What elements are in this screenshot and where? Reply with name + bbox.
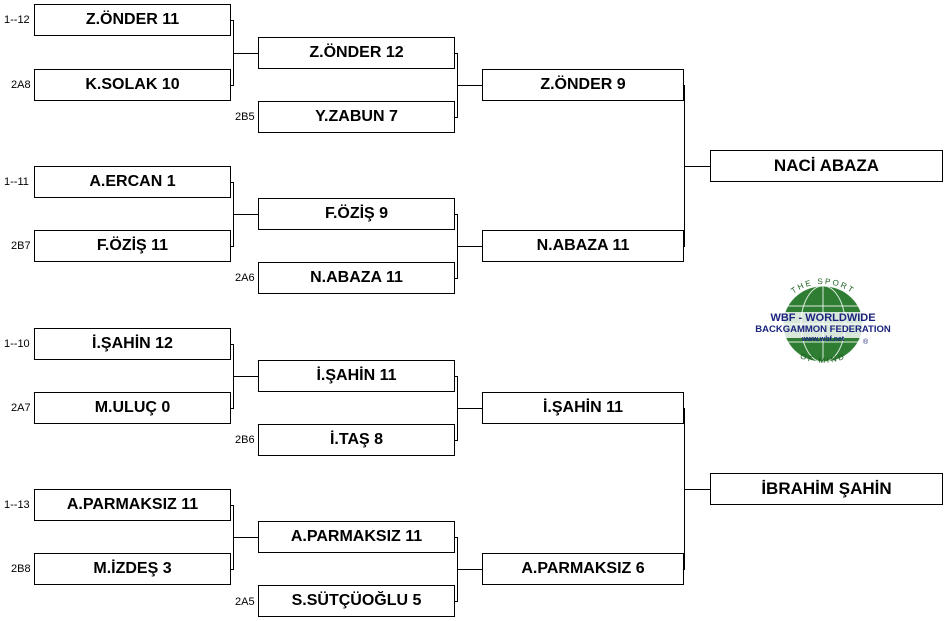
round3-player-box: N.ABAZA 11 [482, 230, 684, 262]
bracket-connector [233, 53, 258, 54]
bracket-connector [231, 344, 234, 345]
bracket-connector [455, 537, 458, 538]
bracket-connector [684, 489, 710, 490]
round2-player-box: S.SÜTÇÜOĞLU 5 [258, 585, 455, 617]
seed-label: 2B5 [235, 111, 255, 123]
seed-label: 1--12 [4, 14, 30, 26]
round1-player-box: A.PARMAKSIZ 11 [34, 489, 231, 521]
finalist-box: İBRAHİM ŞAHİN [710, 473, 943, 505]
logo-line1: WBF - WORLDWIDE [770, 312, 875, 324]
bracket-connector [231, 85, 234, 86]
round3-player-box: Z.ÖNDER 9 [482, 69, 684, 101]
bracket-connector [457, 408, 482, 409]
round1-player-box: İ.ŞAHİN 12 [34, 328, 231, 360]
round2-player-box: Y.ZABUN 7 [258, 101, 455, 133]
bracket-connector [455, 278, 458, 279]
bracket-connector [457, 569, 482, 570]
round2-player-box: N.ABAZA 11 [258, 262, 455, 294]
round1-player-box: A.ERCAN 1 [34, 166, 231, 198]
round1-player-box: Z.ÖNDER 11 [34, 4, 231, 36]
seed-label: 2B6 [235, 434, 255, 446]
seed-label: 2A7 [11, 402, 31, 414]
seed-label: 2A6 [235, 272, 255, 284]
bracket-connector [457, 85, 482, 86]
seed-label: 1--10 [4, 338, 30, 350]
logo-url: www.wbf.net [801, 336, 845, 343]
seed-label: 2A5 [235, 596, 255, 608]
bracket-connector [231, 20, 234, 21]
bracket-connector [455, 53, 458, 54]
seed-label: 2B7 [11, 240, 31, 252]
bracket-connector [233, 376, 258, 377]
round2-player-box: A.PARMAKSIZ 11 [258, 521, 455, 553]
finalist-box: NACİ ABAZA [710, 150, 943, 182]
logo-line2: BACKGAMMON FEDERATION [755, 324, 891, 335]
bracket-connector [455, 214, 458, 215]
bracket-connector [233, 537, 258, 538]
logo-arc-bottom: OF MIND [799, 351, 847, 364]
bracket-connector [457, 246, 482, 247]
round3-player-box: A.PARMAKSIZ 6 [482, 553, 684, 585]
bracket-connector [455, 117, 458, 118]
seed-label: 1--13 [4, 499, 30, 511]
round2-player-box: F.ÖZİŞ 9 [258, 198, 455, 230]
round1-player-box: M.ULUÇ 0 [34, 392, 231, 424]
round2-player-box: Z.ÖNDER 12 [258, 37, 455, 69]
round2-player-box: İ.ŞAHİN 11 [258, 360, 455, 392]
bracket-connector [231, 505, 234, 506]
logo-registered-mark: ® [863, 338, 869, 346]
round1-player-box: M.İZDEŞ 3 [34, 553, 231, 585]
seed-label: 2B8 [11, 563, 31, 575]
bracket-connector [231, 182, 234, 183]
round1-player-box: F.ÖZİŞ 11 [34, 230, 231, 262]
round1-player-box: K.SOLAK 10 [34, 69, 231, 101]
wbf-logo: THE SPORT WBF - WORLDWIDE BACKGAMMON FED… [748, 277, 898, 375]
round3-player-box: İ.ŞAHİN 11 [482, 392, 684, 424]
seed-label: 1--11 [4, 176, 29, 188]
bracket-connector [455, 376, 458, 377]
bracket-connector [231, 408, 234, 409]
bracket-connector [684, 166, 710, 167]
bracket-connector [233, 214, 258, 215]
bracket-connector [455, 601, 458, 602]
seed-label: 2A8 [11, 79, 31, 91]
bracket-connector [231, 569, 234, 570]
bracket-connector [231, 246, 234, 247]
bracket-connector [455, 440, 458, 441]
round2-player-box: İ.TAŞ 8 [258, 424, 455, 456]
